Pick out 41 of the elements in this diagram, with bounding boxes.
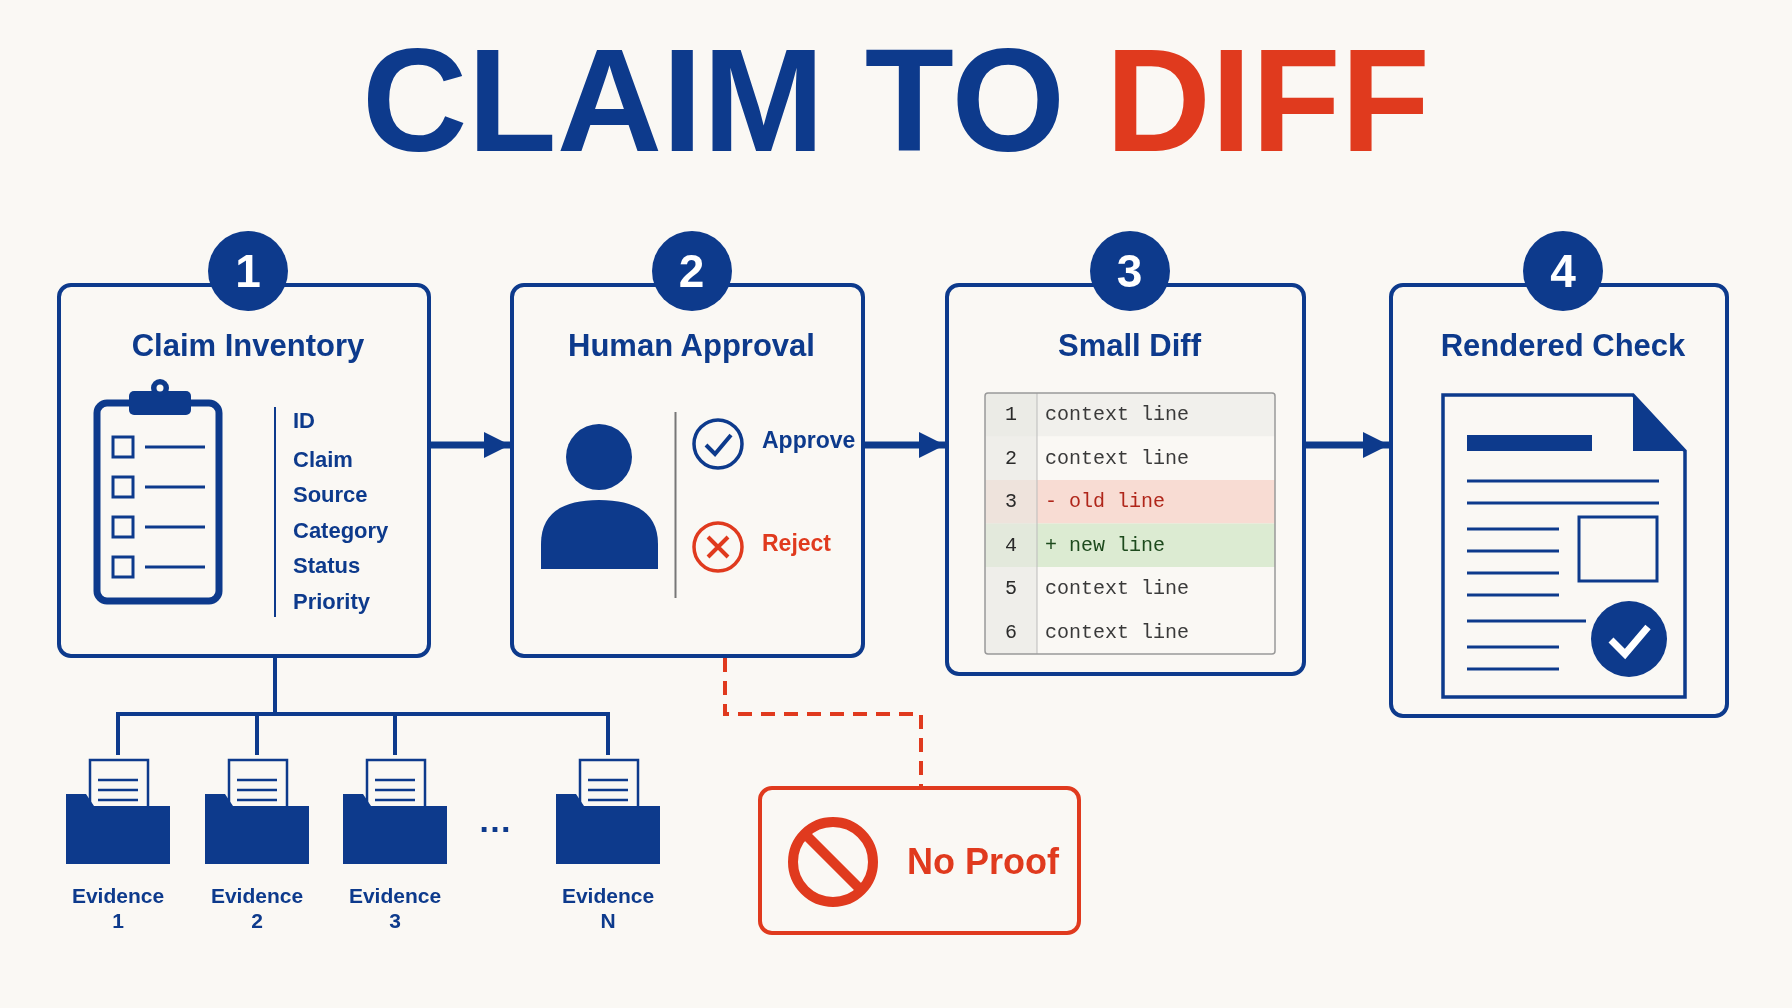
code-line: context line (1045, 446, 1190, 471)
title: CLAIM TO DIFF (361, 28, 1431, 174)
arrow (431, 432, 510, 458)
code-line: context line (1045, 577, 1190, 601)
arrow (1306, 432, 1389, 458)
line-number: 2 (1004, 446, 1018, 471)
code-line: - old line (1045, 490, 1166, 514)
ellipsis: … (478, 800, 512, 841)
step-number-badge: 4 (1523, 231, 1603, 311)
tree-line (273, 658, 610, 755)
field-label: Source (293, 482, 368, 509)
field-label: Claim (293, 447, 353, 474)
field-label: ID (293, 408, 315, 435)
field-label: Status (293, 553, 361, 580)
evidence-label: Evidence 1 (70, 883, 166, 934)
evidence-label: Evidence N (560, 883, 656, 934)
approve-label: Approve (762, 427, 856, 455)
card-title: Human Approval (567, 327, 816, 365)
field-label: Priority (293, 589, 371, 616)
evidence-label: Evidence 2 (209, 883, 305, 934)
step-number-badge: 3 (1089, 231, 1170, 311)
step-number-badge: 2 (651, 231, 732, 311)
card-title: Small Diff (1057, 327, 1202, 365)
line-number: 3 (1004, 490, 1018, 514)
field-label: Category (293, 518, 389, 545)
line-number: 6 (1004, 620, 1018, 645)
card-title: Rendered Check (1439, 327, 1687, 365)
code-line: context line (1045, 620, 1190, 645)
code-line: context line (1045, 403, 1190, 427)
card-title: Claim Inventory (130, 327, 366, 365)
code-line: + new line (1045, 533, 1166, 558)
reject-label: Reject (762, 530, 832, 558)
warning-box (758, 786, 1081, 935)
arrow (865, 432, 945, 458)
evidence-label: Evidence 3 (347, 883, 443, 934)
line-number: 5 (1004, 577, 1018, 601)
warning-text: No Proof (907, 840, 1059, 884)
line-number: 4 (1004, 533, 1018, 558)
step-number-badge: 1 (208, 231, 288, 311)
dashed-connector (723, 658, 923, 786)
line-number: 1 (1004, 403, 1018, 427)
